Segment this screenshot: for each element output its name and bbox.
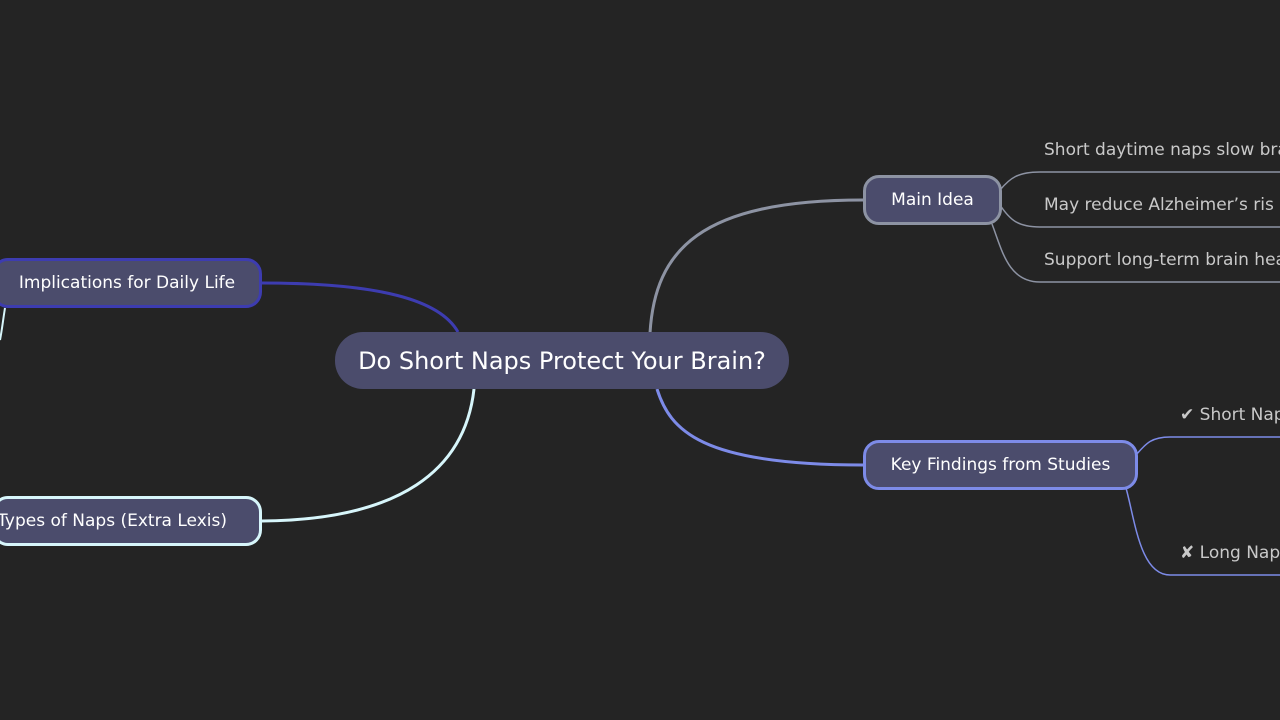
topic-types-of-naps[interactable]: Types of Naps (Extra Lexis)	[0, 496, 262, 546]
edge-implications-branch	[0, 307, 6, 341]
root-topic-label: Do Short Naps Protect Your Brain?	[358, 346, 766, 375]
leaf-key-findings-1[interactable]: ✔ Short Nap	[1180, 405, 1280, 425]
edge-main-idea-leaf-1	[999, 171, 1280, 191]
topic-types-of-naps-label: Types of Naps (Extra Lexis)	[0, 511, 227, 531]
leaf-main-idea-2[interactable]: May reduce Alzheimer’s ris	[1044, 195, 1274, 215]
topic-main-idea[interactable]: Main Idea	[863, 175, 1002, 225]
edge-root-implications	[261, 281, 460, 333]
edge-main-idea-leaf-3	[991, 223, 1280, 283]
leaf-main-idea-1[interactable]: Short daytime naps slow bra	[1044, 140, 1280, 160]
edge-root-types	[261, 388, 476, 523]
leaf-key-findings-2[interactable]: ✘ Long Nap	[1180, 543, 1280, 563]
edge-main-idea-leaf-2	[999, 204, 1280, 228]
root-topic[interactable]: Do Short Naps Protect Your Brain?	[335, 332, 789, 389]
leaf-main-idea-3[interactable]: Support long-term brain hea	[1044, 250, 1280, 270]
topic-main-idea-label: Main Idea	[891, 190, 974, 210]
edge-root-main-idea	[648, 198, 864, 334]
topic-implications-label: Implications for Daily Life	[18, 273, 236, 293]
topic-implications[interactable]: Implications for Daily Life	[0, 258, 262, 308]
edge-root-key-findings	[655, 388, 864, 467]
topic-key-findings[interactable]: Key Findings from Studies	[863, 440, 1138, 490]
edge-key-findings-leaf-1	[1135, 436, 1280, 456]
topic-key-findings-label: Key Findings from Studies	[890, 455, 1111, 475]
edge-key-findings-leaf-2	[1125, 487, 1280, 576]
